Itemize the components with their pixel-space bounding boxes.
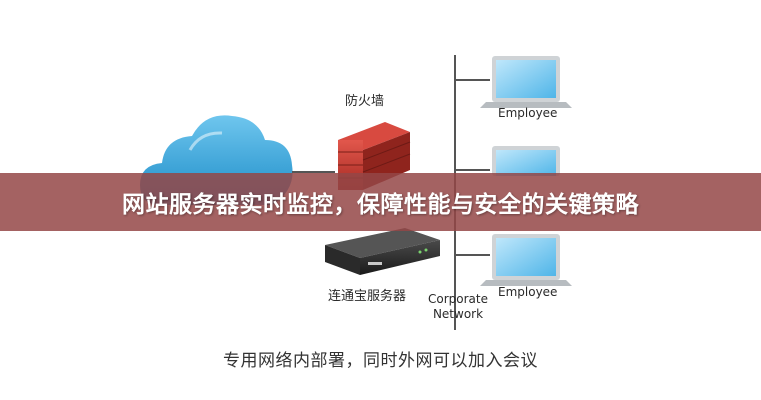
laptop-icon — [480, 56, 572, 108]
firewall-label: 防火墙 — [345, 94, 385, 109]
diagram-caption: 专用网络内部署，同时外网可以加入会议 — [223, 351, 538, 371]
server-label: 连通宝服务器 — [328, 289, 407, 304]
employee-label: Employee — [498, 106, 558, 120]
banner-title: 网站服务器实时监控，保障性能与安全的关键策略 — [122, 192, 639, 218]
laptop-icon — [492, 146, 560, 176]
employee-label: Employee — [498, 285, 558, 299]
laptop-icon — [480, 234, 572, 286]
server-icon — [325, 228, 440, 275]
title-banner: 网站服务器实时监控，保障性能与安全的关键策略 — [0, 173, 761, 231]
network-label: Corporate Network — [428, 292, 488, 321]
